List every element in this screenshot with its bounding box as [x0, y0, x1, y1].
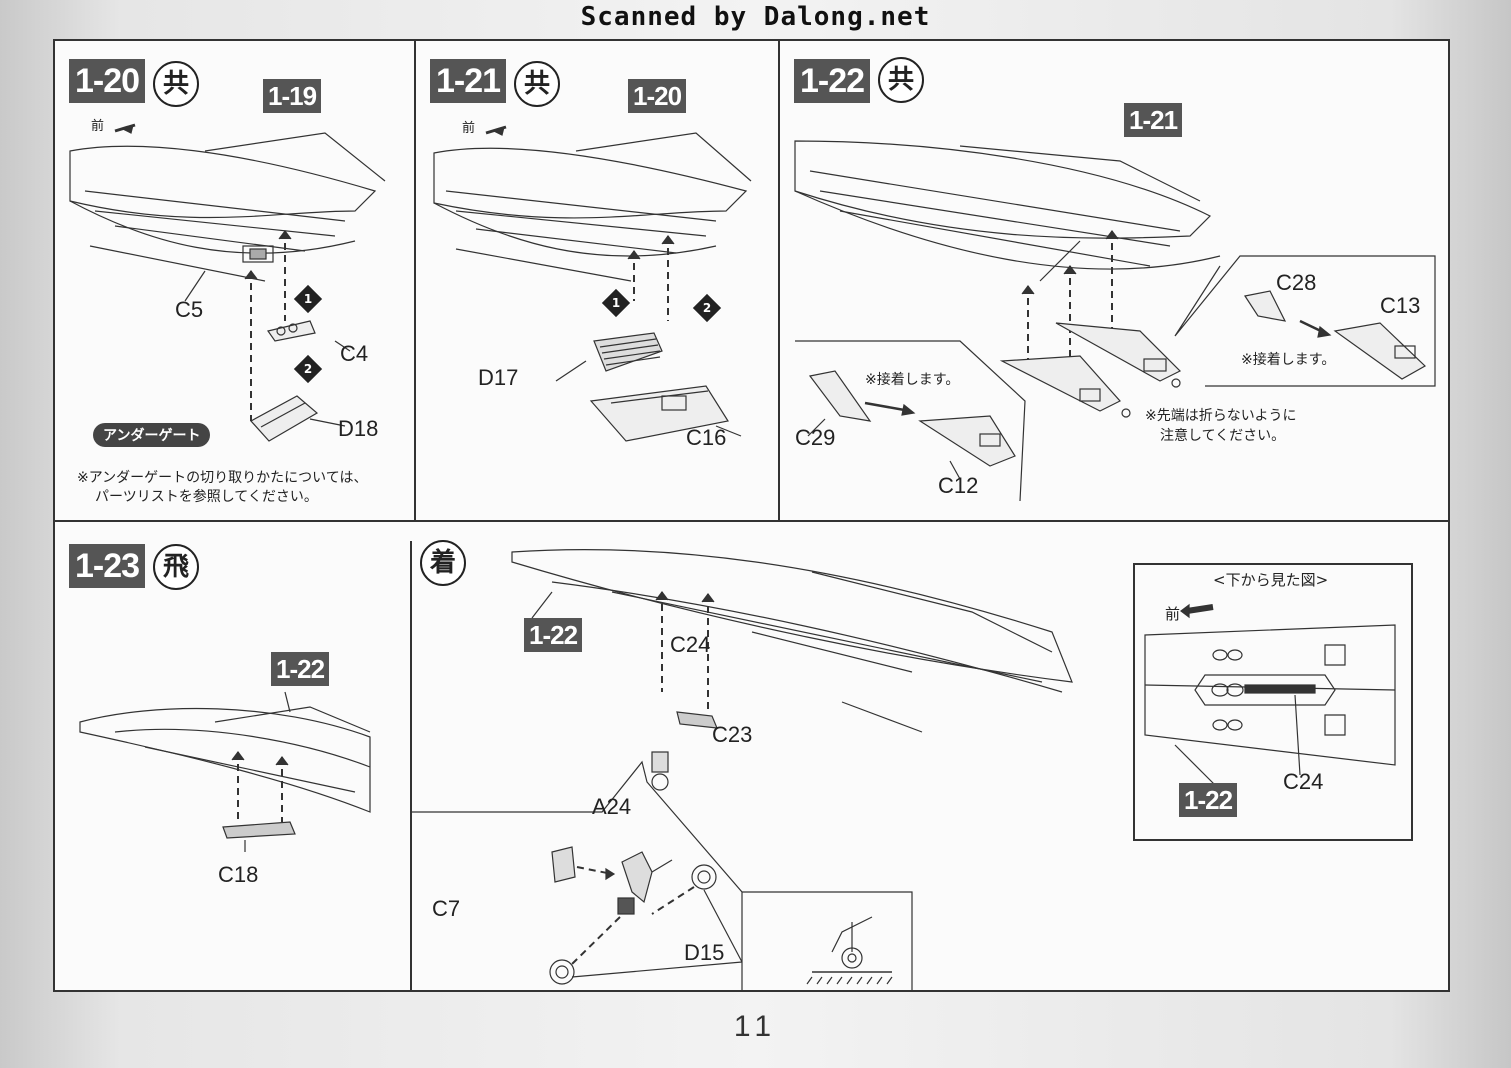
front-label: 前 — [1165, 605, 1181, 623]
glue-note-right: ※接着します。 — [1241, 352, 1336, 368]
step-number: 1-20 — [69, 59, 146, 103]
ref-step: 1-21 — [1124, 103, 1183, 137]
bottom-view-drawing — [1144, 603, 1396, 786]
part-label-c24: C24 — [1283, 769, 1324, 794]
bottom-view-title: <下から見た図> — [1213, 571, 1329, 589]
part-label-c5: C5 — [175, 297, 204, 322]
part-label-c23: C23 — [712, 722, 753, 747]
step-number-text: 1-21 — [436, 62, 501, 100]
order-marker-2: 2 — [293, 354, 323, 384]
part-label-d17: D17 — [478, 365, 519, 390]
step-number-text: 1-20 — [75, 62, 140, 100]
front-label: 前 — [91, 119, 105, 134]
part-label-c12: C12 — [938, 473, 979, 498]
bottom-view-inset: <下から見た図> 前 C24 1-22 — [1133, 563, 1413, 841]
page-number: 11 — [733, 1010, 778, 1043]
part-label-c28: C28 — [1276, 270, 1317, 295]
landing-mark-icon: 着 — [420, 540, 466, 586]
tip-note-line2: 注意してください。 — [1160, 428, 1286, 444]
divider — [55, 520, 1448, 522]
divider — [410, 541, 412, 990]
ref-step: 1-22 — [1179, 783, 1238, 817]
order-marker-1: 1 — [601, 288, 631, 318]
part-label-c4: C4 — [340, 341, 369, 366]
ship-underside-drawing — [69, 123, 386, 442]
part-label-d15: D15 — [684, 940, 725, 965]
ship-flight-drawing — [79, 691, 371, 852]
front-label: 前 — [462, 121, 476, 136]
instruction-sheet: 1-20 共 1-19 前 — [53, 39, 1450, 992]
step-number-text: 1-22 — [800, 62, 865, 100]
ship-underside-drawing — [433, 125, 752, 442]
glue-note-left: ※接着します。 — [865, 372, 960, 388]
common-mark-icon: 共 — [878, 57, 924, 103]
step-1-21-panel: 1-21 共 1-20 前 — [416, 41, 778, 521]
gate-note-line1: ※アンダーゲートの切り取りかたについては、 — [77, 470, 368, 486]
part-label-c16: C16 — [686, 425, 727, 450]
part-label-c13: C13 — [1380, 293, 1421, 318]
common-mark-icon: 共 — [514, 61, 560, 107]
scan-credit: Scanned by Dalong.net — [580, 2, 931, 32]
step-1-23-panel: 1-23 飛 1-22 C18 — [55, 522, 410, 990]
order-marker-1: 1 — [293, 284, 323, 314]
divider — [778, 41, 780, 521]
ref-step: 1-19 — [263, 79, 322, 113]
step-1-20-panel: 1-20 共 1-19 前 — [55, 41, 414, 521]
step-number: 1-22 — [794, 59, 871, 103]
ref-step: 1-22 — [524, 618, 583, 652]
ref-step: 1-22 — [271, 652, 330, 686]
under-gate-badge: アンダーゲート — [93, 423, 211, 447]
step-number: 1-23 — [69, 544, 146, 588]
fly-mark-icon: 飛 — [153, 544, 199, 590]
part-label-d18: D18 — [338, 416, 379, 441]
step-1-22-panel: 1-22 共 1-21 — [780, 41, 1448, 521]
ship-underside-drawing — [794, 140, 1436, 502]
landing-gear-panel: 着 1-22 — [412, 522, 1132, 990]
divider — [414, 41, 416, 521]
step-number-text: 1-23 — [75, 547, 140, 585]
gate-note-line2: パーツリストを参照してください。 — [95, 489, 318, 505]
part-label-c24: C24 — [670, 632, 711, 657]
part-label-a24: A24 — [592, 794, 632, 819]
part-label-c18: C18 — [218, 862, 259, 887]
tip-note-line1: ※先端は折らないように — [1145, 408, 1297, 424]
part-label-c29: C29 — [795, 425, 836, 450]
order-marker-2: 2 — [692, 293, 722, 323]
step-number: 1-21 — [430, 59, 507, 103]
part-label-c7: C7 — [432, 896, 461, 921]
landing-gear-drawing — [412, 548, 1073, 990]
common-mark-icon: 共 — [153, 61, 199, 107]
ref-step: 1-20 — [628, 79, 687, 113]
